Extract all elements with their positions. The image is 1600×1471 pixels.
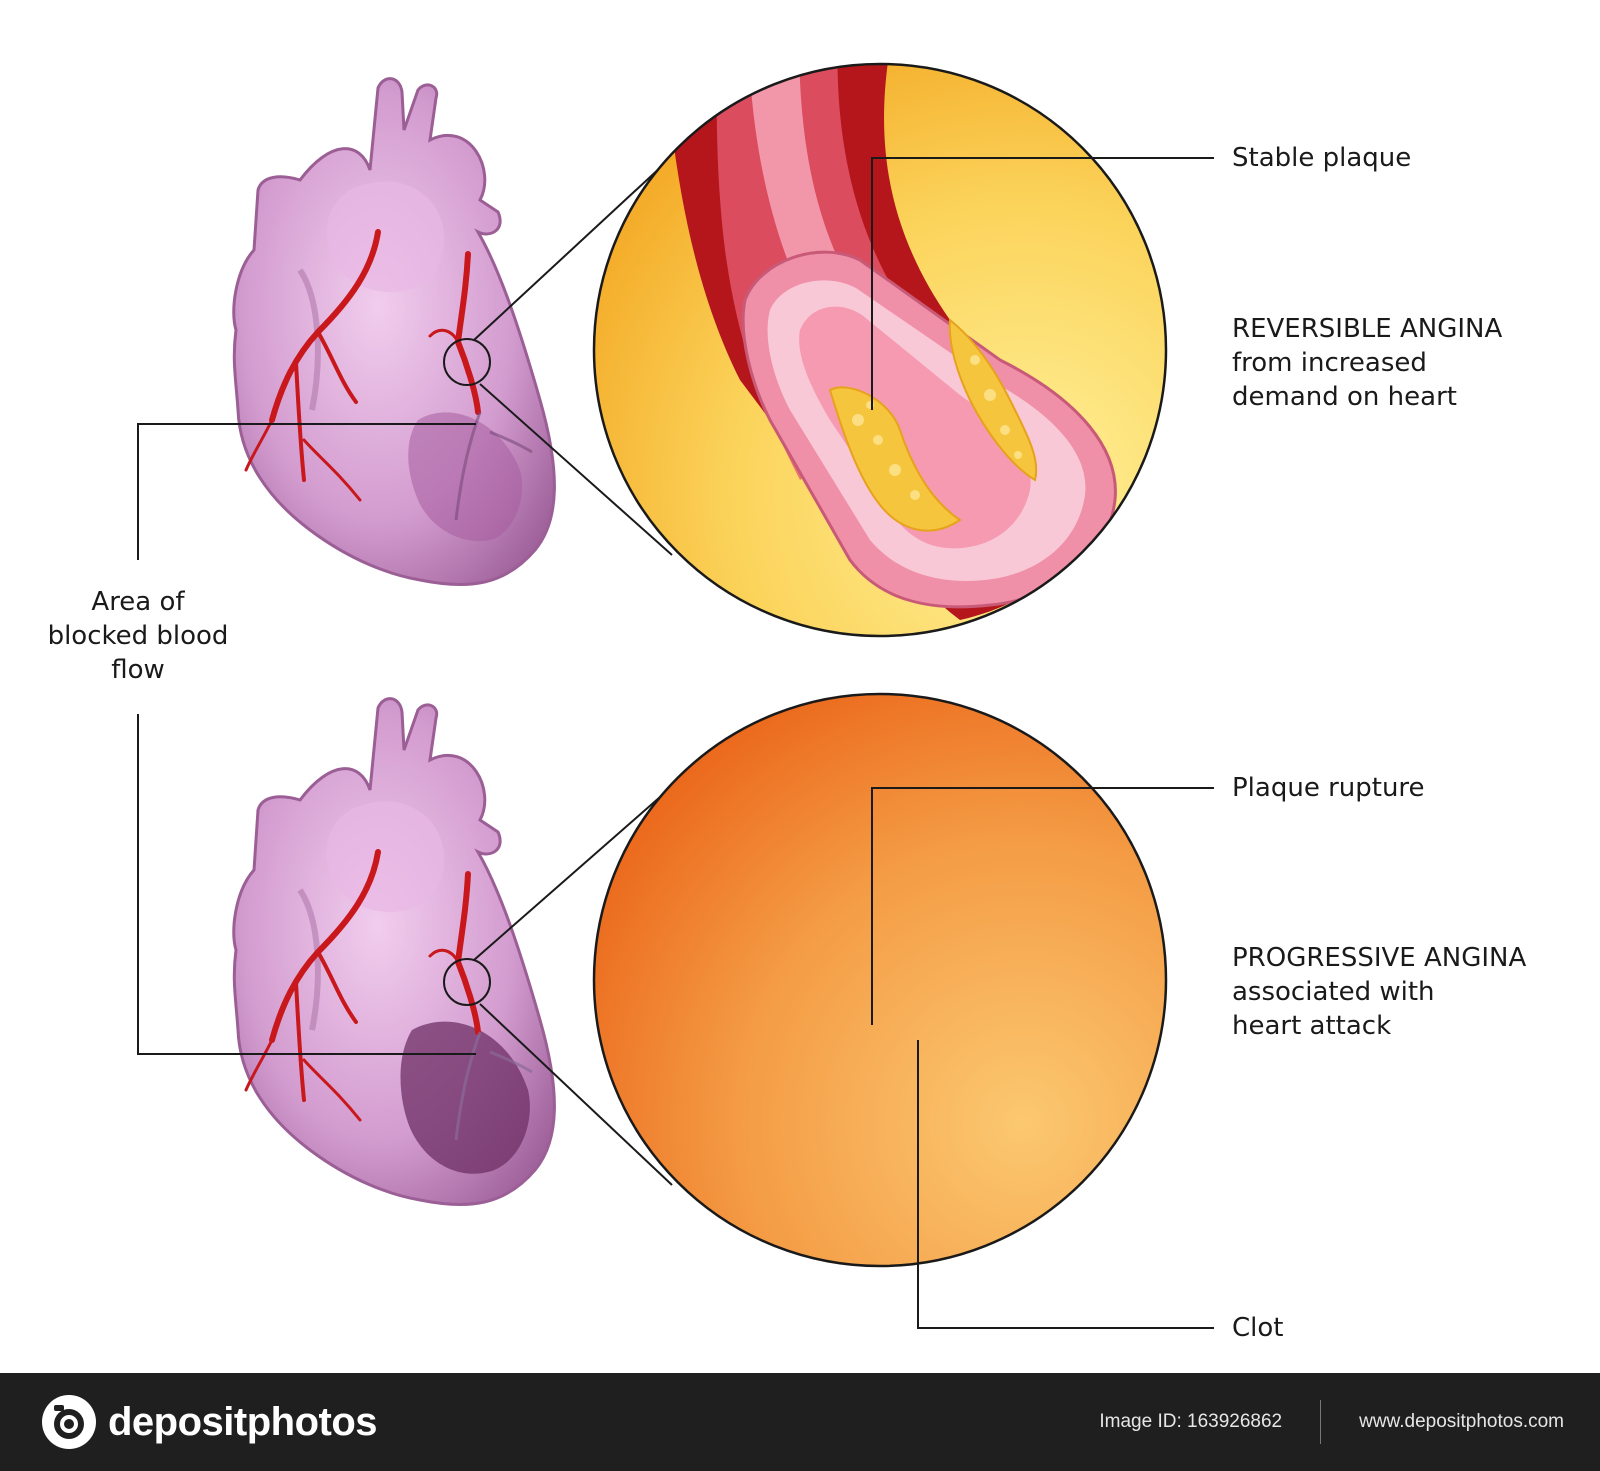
camera-icon: [42, 1395, 96, 1449]
clot-label: Clot: [1232, 1313, 1284, 1343]
reversible-angina-label: REVERSIBLE ANGINA from increased demand …: [1232, 312, 1502, 414]
reversible-angina-title: REVERSIBLE ANGINA: [1232, 314, 1503, 344]
stable-plaque-label: Stable plaque: [1232, 143, 1412, 173]
progressive-angina-line-2: heart attack: [1232, 1011, 1392, 1041]
stable-magnified-circle: [592, 62, 1168, 638]
site-url[interactable]: www.depositphotos.com: [1359, 1411, 1564, 1432]
area-blocked-leader: [137, 423, 476, 1055]
area-blocked-line-2: blocked blood: [47, 621, 229, 651]
stable-plaque-leader: [871, 157, 1214, 410]
stock-brand-name: depositphotos: [108, 1399, 378, 1444]
progressive-magnified-circle: [592, 692, 1168, 1268]
progressive-blockage-circle: [443, 958, 491, 1006]
progressive-angina-label: PROGRESSIVE ANGINA associated with heart…: [1232, 941, 1526, 1043]
reversible-angina-line-2: demand on heart: [1232, 382, 1457, 412]
stable-blockage-circle: [443, 338, 491, 386]
area-blocked-line-3: flow: [111, 655, 165, 685]
plaque-rupture-label: Plaque rupture: [1232, 773, 1425, 803]
progressive-heart: [234, 699, 555, 1205]
stock-brand[interactable]: depositphotos: [40, 1393, 378, 1451]
stable-zoom-lines: [473, 152, 677, 556]
area-blocked-line-1: Area of: [91, 587, 185, 617]
image-id: Image ID: 163926862: [1099, 1411, 1283, 1432]
progressive-angina-title: PROGRESSIVE ANGINA: [1232, 943, 1527, 973]
area-blocked-label: Area of blocked blood flow: [38, 585, 238, 687]
reversible-angina-line-1: from increased: [1232, 348, 1427, 378]
stable-heart: [234, 79, 555, 585]
stock-meta: Image ID: 163926862 www.depositphotos.co…: [1099, 1373, 1564, 1471]
clot-leader: [917, 1040, 1214, 1329]
progressive-angina-line-1: associated with: [1232, 977, 1435, 1007]
stock-footer-bar: depositphotos Image ID: 163926862 www.de…: [0, 1373, 1600, 1471]
progressive-zoom-lines: [473, 782, 677, 1186]
plaque-rupture-leader: [871, 787, 1214, 1025]
meta-divider: [1320, 1400, 1322, 1444]
